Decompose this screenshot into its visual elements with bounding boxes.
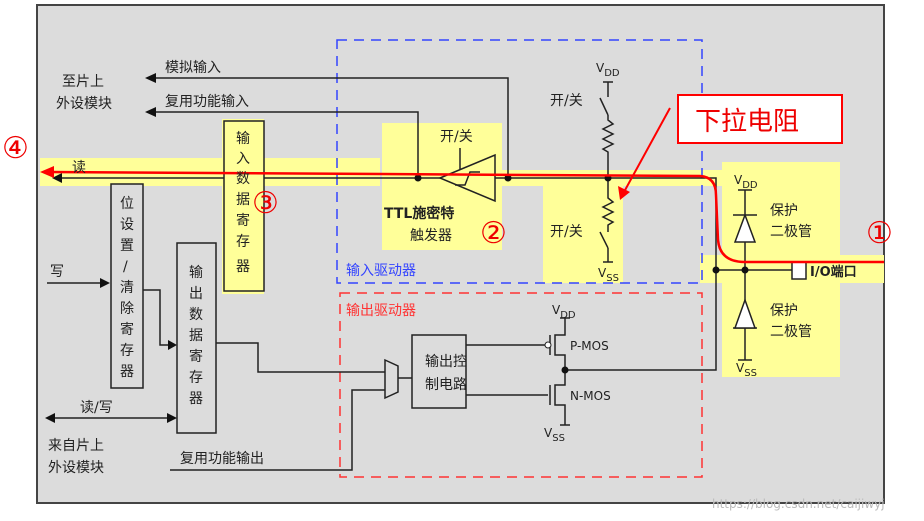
pulldown-callout-label: 下拉电阻 bbox=[695, 107, 799, 137]
svg-text:VSS: VSS bbox=[598, 266, 619, 284]
supply-labels: VDD VSS VDD VSS VDD VSS bbox=[544, 61, 758, 444]
svg-text:寄: 寄 bbox=[236, 212, 250, 229]
svg-text:清: 清 bbox=[120, 280, 134, 296]
to-peripheral-label-2: 外设模块 bbox=[56, 96, 112, 112]
arrowheads bbox=[45, 73, 177, 423]
diode-lower-icon bbox=[733, 297, 757, 329]
input-driver-box bbox=[336, 39, 703, 284]
svg-text:数: 数 bbox=[189, 307, 203, 323]
svg-text:/: / bbox=[123, 259, 128, 275]
alt-func-input-label: 复用功能输入 bbox=[165, 93, 249, 110]
watermark: https://blog.csdn.net/caijiwyj bbox=[712, 497, 885, 511]
svg-text:入: 入 bbox=[236, 151, 250, 167]
marker-2: ② bbox=[480, 216, 507, 251]
protect-diode-upper-label-2: 二极管 bbox=[770, 224, 812, 240]
svg-text:器: 器 bbox=[236, 259, 250, 275]
input-driver-label: 输入驱动器 bbox=[346, 263, 416, 279]
output-control-circuit bbox=[411, 334, 467, 409]
marker-4: ④ bbox=[2, 131, 29, 166]
diode-upper-icon bbox=[733, 212, 757, 243]
bit-set-clear-register-label: 位设 置 / 清除 寄存 器 bbox=[120, 196, 134, 380]
output-data-register-label: 输出 数据 寄存 器 bbox=[189, 265, 203, 407]
protect-diode-upper-label-1: 保护 bbox=[770, 203, 798, 219]
protect-diode-lower-label-2: 二极管 bbox=[770, 324, 812, 340]
svg-text:输: 输 bbox=[189, 265, 203, 281]
input-data-register-label: 输入 数据 寄存 器 bbox=[236, 131, 250, 275]
output-control-label-1: 输出控 bbox=[425, 354, 467, 370]
svg-text:VSS: VSS bbox=[544, 426, 565, 444]
ttl-schmitt-label-1: TTL施密特 bbox=[384, 205, 454, 222]
alt-func-output-label: 复用功能输出 bbox=[180, 450, 264, 467]
svg-text:置: 置 bbox=[120, 238, 134, 254]
svg-text:据: 据 bbox=[189, 328, 203, 344]
svg-text:VDD: VDD bbox=[734, 173, 758, 191]
svg-text:输: 输 bbox=[236, 131, 250, 147]
pulldown-switch-label: 开/关 bbox=[550, 224, 583, 240]
protect-diode-lower-label-1: 保护 bbox=[770, 303, 798, 319]
svg-text:数: 数 bbox=[236, 171, 250, 187]
svg-text:出: 出 bbox=[189, 286, 203, 302]
svg-text:VDD: VDD bbox=[552, 303, 576, 321]
output-driver-label: 输出驱动器 bbox=[346, 303, 416, 319]
svg-text:存: 存 bbox=[189, 370, 203, 386]
svg-text:除: 除 bbox=[120, 301, 134, 317]
marker-3: ③ bbox=[252, 186, 279, 221]
svg-text:器: 器 bbox=[189, 391, 203, 407]
svg-text:设: 设 bbox=[120, 217, 134, 233]
marker-1: ① bbox=[866, 216, 893, 251]
output-control-label-2: 制电路 bbox=[425, 377, 467, 393]
nmos-label: N-MOS bbox=[570, 389, 611, 403]
from-peripheral-label-1: 来自片上 bbox=[48, 438, 104, 454]
svg-text:寄: 寄 bbox=[120, 321, 134, 338]
svg-text:器: 器 bbox=[120, 364, 134, 380]
mux-icon bbox=[384, 358, 399, 400]
pullup-switch-label: 开/关 bbox=[550, 93, 583, 109]
wires bbox=[47, 77, 800, 471]
svg-text:VSS: VSS bbox=[736, 361, 757, 379]
svg-text:寄: 寄 bbox=[189, 348, 203, 365]
ttl-schmitt-label-2: 触发器 bbox=[410, 228, 452, 244]
io-pin bbox=[791, 261, 807, 280]
schmitt-switch-label: 开/关 bbox=[440, 129, 473, 145]
bit-set-clear-register bbox=[110, 183, 144, 389]
svg-text:存: 存 bbox=[236, 234, 250, 250]
from-peripheral-label-2: 外设模块 bbox=[48, 460, 104, 476]
pulldown-callout-box bbox=[677, 94, 843, 144]
read-signal-path bbox=[47, 170, 884, 264]
write-label: 写 bbox=[50, 264, 64, 280]
svg-text:存: 存 bbox=[120, 343, 134, 359]
output-data-register bbox=[176, 242, 217, 434]
read-write-label: 读/写 bbox=[80, 399, 113, 416]
svg-text:据: 据 bbox=[236, 192, 250, 208]
to-peripheral-label-1: 至片上 bbox=[62, 74, 104, 90]
input-data-register bbox=[223, 120, 265, 292]
pmos-label: P-MOS bbox=[570, 339, 609, 353]
io-port-label: I/O端口 bbox=[810, 264, 857, 280]
read-label: 读 bbox=[72, 159, 86, 176]
svg-text:VDD: VDD bbox=[596, 61, 620, 79]
analog-input-label: 模拟输入 bbox=[165, 60, 221, 76]
svg-text:位: 位 bbox=[120, 196, 134, 212]
